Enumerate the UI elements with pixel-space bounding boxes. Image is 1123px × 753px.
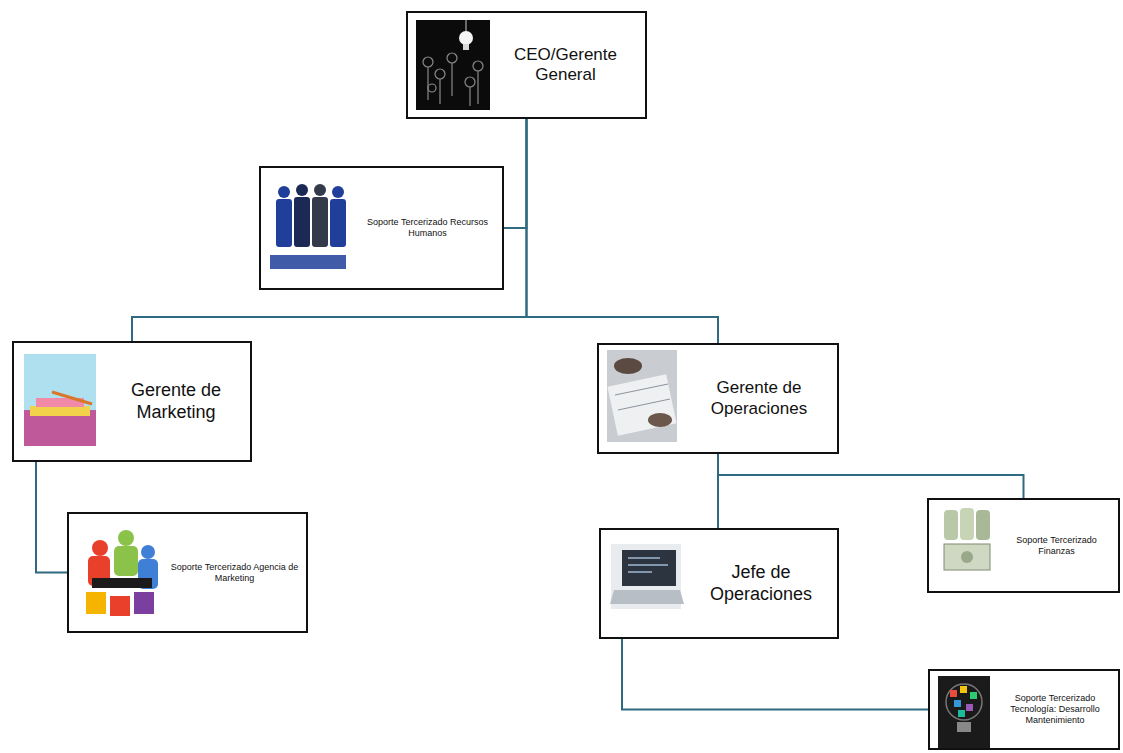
text-area: Soporte Tercerizado Tecnología: Desarrol… — [996, 671, 1114, 748]
box-label: Soporte Tercerizado Tecnología: Desarrol… — [996, 693, 1114, 725]
box-label: Soporte Tercerizado Recursos Humanos — [357, 217, 498, 239]
box-label: Jefe de Operaciones — [689, 562, 833, 605]
support-box: Soporte Tercerizado Tecnología: Desarrol… — [928, 669, 1120, 750]
manager-box: Gerente de Marketing — [12, 341, 252, 462]
org-connector — [622, 639, 928, 710]
org-connector — [36, 462, 67, 573]
text-area: Soporte Tercerizado Finanzas — [999, 500, 1114, 591]
text-area: Jefe de Operaciones — [689, 530, 833, 637]
box-label: Gerente de Operaciones — [685, 378, 833, 419]
text-area: CEO/Gerente General — [490, 13, 641, 117]
money-picture — [941, 505, 993, 575]
box-label: Gerente de Marketing — [106, 380, 246, 423]
text-area: Gerente de Operaciones — [685, 345, 833, 452]
people-picture — [268, 182, 348, 274]
text-area: Gerente de Marketing — [106, 343, 246, 460]
lead-box: Jefe de Operaciones — [599, 528, 839, 639]
org-connector — [718, 454, 1024, 498]
text-area: Soporte Tercerizado Recursos Humanos — [357, 168, 498, 288]
org-connector — [527, 119, 719, 343]
tech-picture — [938, 676, 990, 748]
plans-picture — [607, 350, 677, 442]
laptop-picture — [610, 544, 684, 609]
bulbs-picture — [416, 20, 490, 110]
manager-box: Gerente de Operaciones — [597, 343, 839, 454]
box-label: Soporte Tercerizado Finanzas — [999, 535, 1114, 557]
org-connector — [504, 119, 527, 228]
box-label: CEO/Gerente General — [490, 45, 641, 86]
notes-picture — [24, 354, 96, 446]
box-label: Soporte Tercerizado Agencia de Marketing — [167, 562, 302, 584]
org-connector — [132, 119, 527, 341]
team-picture — [82, 524, 160, 620]
text-area: Soporte Tercerizado Agencia de Marketing — [167, 514, 302, 631]
executive-box: CEO/Gerente General — [406, 11, 647, 119]
support-box: Soporte Tercerizado Finanzas — [927, 498, 1120, 593]
support-box: Soporte Tercerizado Agencia de Marketing — [67, 512, 308, 633]
support-box: Soporte Tercerizado Recursos Humanos — [259, 166, 504, 290]
